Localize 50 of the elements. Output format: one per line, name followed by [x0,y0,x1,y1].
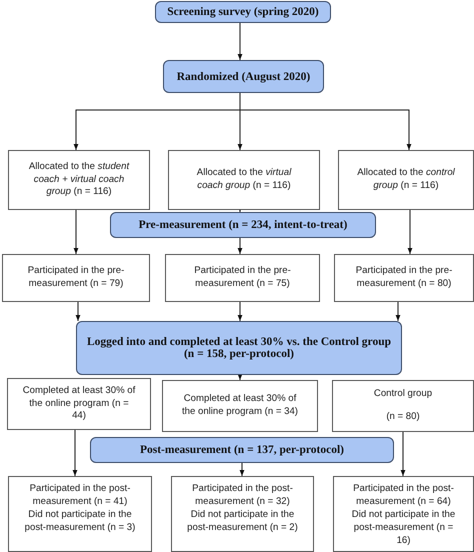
box-text: Did not participate in the post-measurement (n = 2) [186,508,299,535]
arrow [396,302,400,322]
box-text: Did not participate in the post-measurement (n = 16) [350,508,456,548]
box-text: Logged into and completed at least 30% vs. the Control group (n = 158, per-protocol) [86,336,392,360]
process-box [334,254,474,302]
box-text: Completed at least 30% of the online program (n = 44) [22,384,136,424]
process-box [7,378,151,430]
process-box [8,150,150,210]
stage-box [76,321,402,375]
box-text: Participated in the pre-measurement (n = 79) [26,265,126,291]
arrow [408,210,412,254]
box-text: Pre-measurement (n = 234, intent-to-treat) [138,219,348,231]
arrow [238,22,242,60]
process-box [168,150,320,210]
arrow [238,374,242,380]
stage-box [155,1,331,23]
arrow [72,430,78,476]
arrow [400,432,406,476]
box-text: Randomized (August 2020) [176,70,310,82]
process-box [333,476,474,552]
box-text: Participated in the post-measurement (n = 32) [191,483,294,509]
box-text: Allocated to the student coach + virtual coach group (n = 116) [28,160,130,200]
process-box [165,254,320,302]
box-text: Allocated to the virtual coach group (n = 116) [196,167,292,193]
arrow [76,302,80,322]
box-text: Participated in the pre-measurement (n = 75) [193,265,292,291]
stage-box [110,212,376,238]
process-box [162,380,318,432]
box-text: Screening survey (spring 2020) [167,6,319,18]
arrow [238,238,242,254]
box-text: Did not participate in the post-measurement (n = 3) [24,508,136,535]
box-text: Control group [374,388,432,401]
stage-box [163,60,324,93]
process-box [338,150,474,210]
process-box [171,476,314,552]
box-text: (n = 80) [386,411,420,424]
arrow [240,92,412,150]
box-text: Participated in the pre-measurement (n = 80) [354,265,454,291]
box-text: Post-measurement (n = 137, per-protocol) [140,444,344,456]
arrow [238,302,242,322]
box-text: Participated in the post-measurement (n = 64) [352,483,455,509]
process-box [8,476,152,552]
stage-box [90,437,394,463]
arrow [240,462,244,476]
box-text: Participated in the post-measurement (n = 41) [28,483,132,509]
process-box [332,380,474,432]
process-box [2,254,150,302]
box-text: Allocated to the control group (n = 116) [356,167,456,193]
arrow [74,210,78,254]
box-text: Completed at least 30% of the online program (n = 34) [181,393,299,419]
